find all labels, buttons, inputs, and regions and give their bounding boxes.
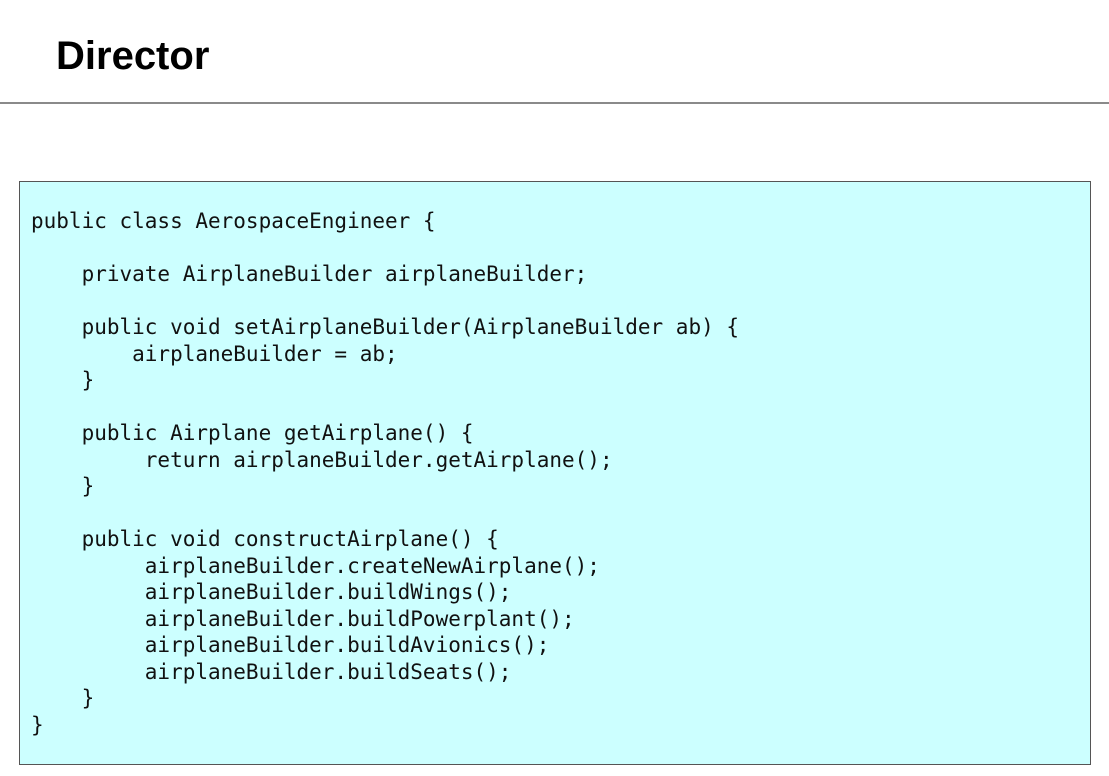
code-line: [31, 394, 1090, 421]
code-line: airplaneBuilder.buildPowerplant();: [31, 606, 575, 631]
code-line: private AirplaneBuilder airplaneBuilder;: [31, 262, 588, 286]
code-line: [31, 235, 1090, 262]
code-line: [31, 500, 1090, 527]
code-line: public Airplane getAirplane() {: [31, 421, 474, 445]
code-line: airplaneBuilder.buildAvionics();: [31, 633, 550, 657]
code-block: public class AerospaceEngineer { private…: [19, 181, 1091, 765]
code-line: airplaneBuilder = ab;: [31, 341, 398, 366]
code-line: }: [31, 474, 95, 498]
code-line: public void setAirplaneBuilder(AirplaneB…: [31, 315, 740, 339]
code-line: }: [31, 712, 44, 737]
slide-title: Director: [56, 34, 210, 78]
code-line: }: [31, 368, 95, 392]
code-line: return airplaneBuilder.getAirplane();: [31, 447, 613, 472]
title-divider: [0, 102, 1109, 104]
code-line: airplaneBuilder.createNewAirplane();: [31, 553, 600, 578]
code-line: public class AerospaceEngineer {: [31, 209, 436, 233]
code-line: public void constructAirplane() {: [31, 527, 499, 551]
code-line: }: [31, 686, 95, 710]
code-line: airplaneBuilder.buildWings();: [31, 580, 512, 604]
code-line: airplaneBuilder.buildSeats();: [31, 659, 512, 684]
code-line: [31, 288, 1090, 315]
